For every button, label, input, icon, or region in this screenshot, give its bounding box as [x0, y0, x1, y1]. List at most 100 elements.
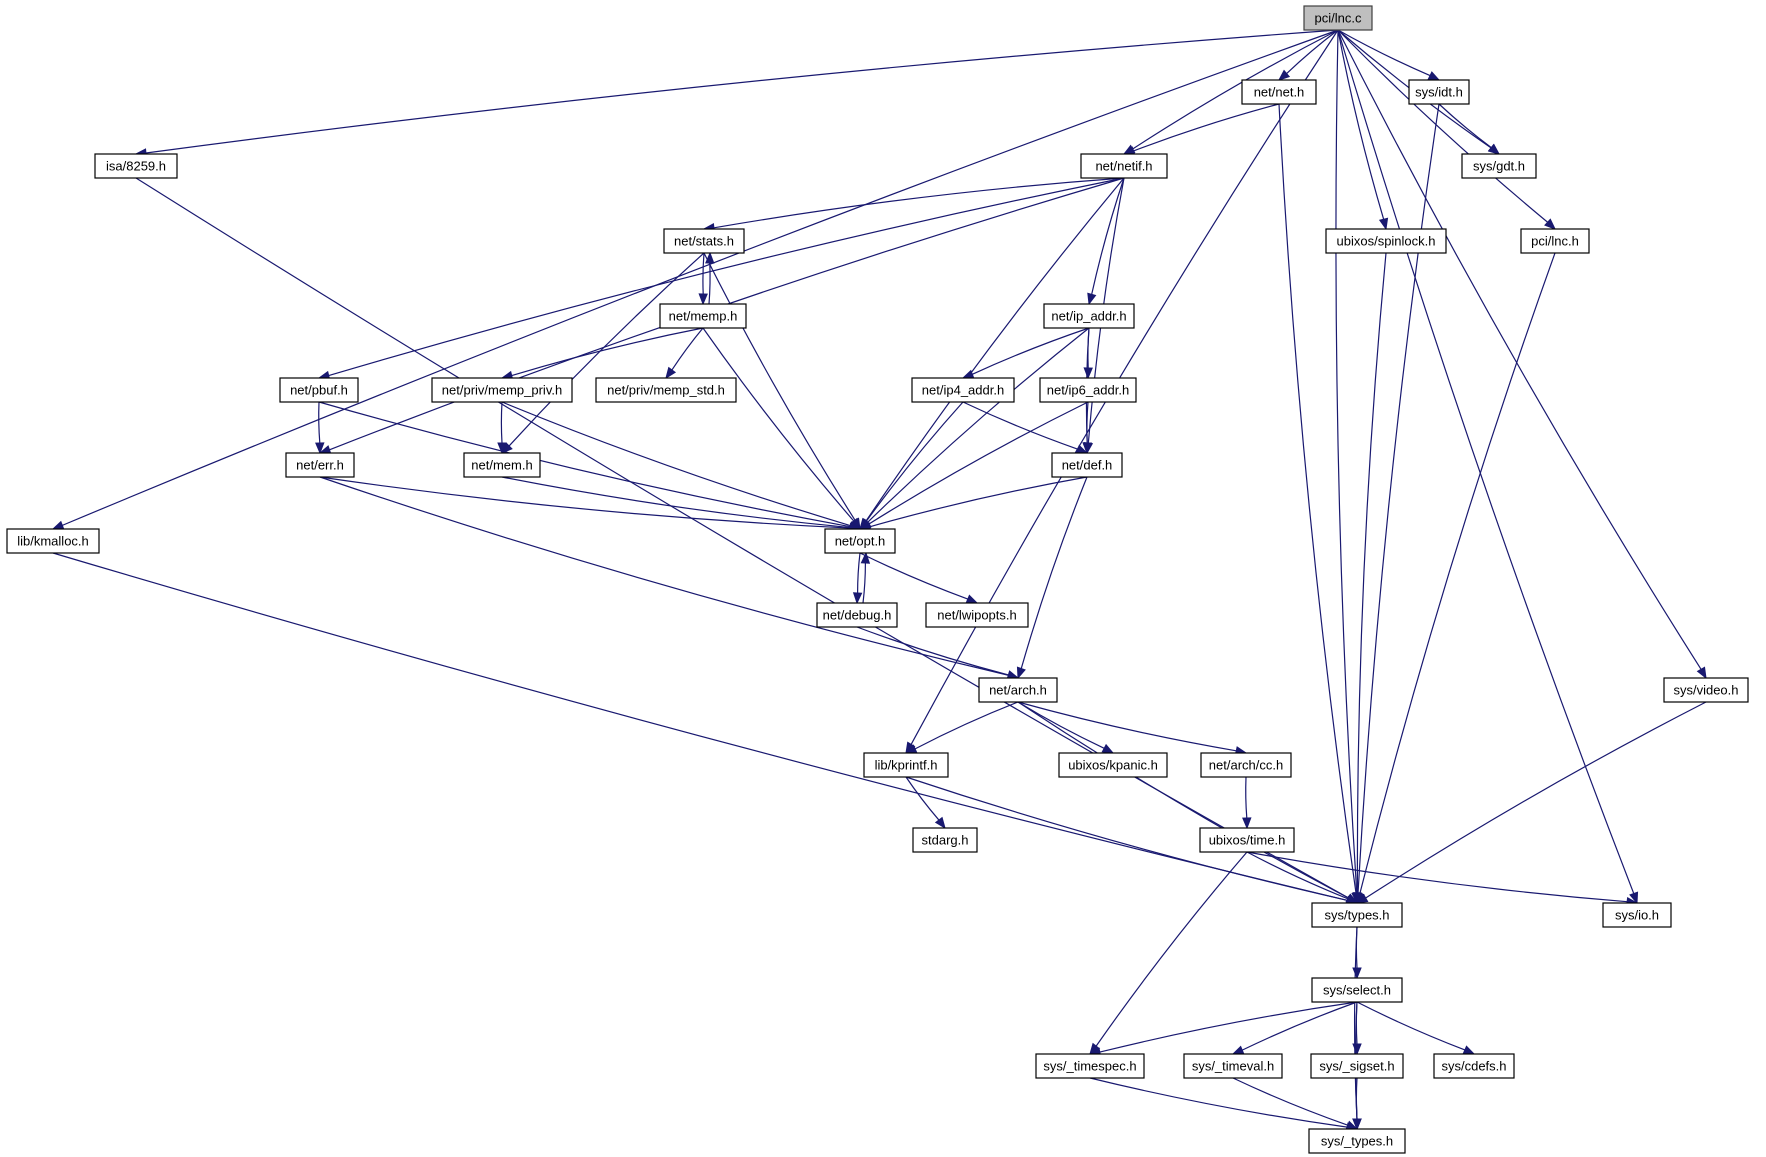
node-label: net/lwipopts.h: [937, 608, 1017, 623]
edge-line: [856, 552, 861, 594]
node-box[interactable]: [285, 452, 355, 478]
node-net-memp-std[interactable]: net/priv/memp_std.h: [595, 377, 737, 403]
node-net-lwipopts[interactable]: net/lwipopts.h: [925, 602, 1029, 628]
node-box[interactable]: [912, 827, 978, 853]
node-box[interactable]: [1308, 1128, 1406, 1154]
node-net-net[interactable]: net/net.h: [1241, 79, 1317, 105]
node-net-err[interactable]: net/err.h: [285, 452, 355, 478]
node-net-memp[interactable]: net/memp.h: [659, 303, 747, 329]
node-box[interactable]: [824, 528, 896, 554]
node-label: isa/8259.h: [106, 159, 166, 174]
node-sys-video[interactable]: sys/video.h: [1663, 677, 1749, 703]
node-lib-kprintf[interactable]: lib/kprintf.h: [863, 752, 949, 778]
node-box[interactable]: [1199, 827, 1295, 853]
node-net-ip-addr[interactable]: net/ip_addr.h: [1043, 303, 1135, 329]
edge-line: [1246, 851, 1628, 903]
node-net-arch-cc[interactable]: net/arch/cc.h: [1200, 752, 1292, 778]
edge-line: [1091, 177, 1125, 295]
node-box[interactable]: [1080, 153, 1168, 179]
node-box[interactable]: [978, 677, 1058, 703]
edge-line: [914, 701, 1019, 750]
edge-net_ip4_addr-to-net_opt: [859, 401, 964, 531]
edge-line: [868, 401, 1089, 525]
node-box[interactable]: [1241, 79, 1317, 105]
node-box[interactable]: [1408, 79, 1470, 105]
node-ubixos-spinlock[interactable]: ubixos/spinlock.h: [1325, 228, 1447, 254]
node-isa-8259[interactable]: isa/8259.h: [94, 153, 178, 179]
node-net-def[interactable]: net/def.h: [1051, 452, 1123, 478]
node-net-arch[interactable]: net/arch.h: [978, 677, 1058, 703]
node-net-stats[interactable]: net/stats.h: [663, 228, 745, 254]
node-box[interactable]: [1039, 377, 1137, 403]
edge-net_arch_cc-to-ubixos_time: [1242, 776, 1252, 830]
node-box[interactable]: [1325, 228, 1447, 254]
node-box[interactable]: [1520, 228, 1590, 254]
node-box[interactable]: [863, 752, 949, 778]
node-box[interactable]: [1433, 1053, 1515, 1079]
node-box[interactable]: [279, 377, 359, 403]
edge-line: [62, 29, 1339, 526]
node-box[interactable]: [1183, 1053, 1283, 1079]
node-box[interactable]: [911, 377, 1015, 403]
node-net-netif[interactable]: net/netif.h: [1080, 153, 1168, 179]
node-box[interactable]: [1035, 1053, 1145, 1079]
node-net-ip4-addr[interactable]: net/ip4_addr.h: [911, 377, 1015, 403]
node-box[interactable]: [94, 153, 178, 179]
node-ubixos-time[interactable]: ubixos/time.h: [1199, 827, 1295, 853]
node-net-ip6-addr[interactable]: net/ip6_addr.h: [1039, 377, 1137, 403]
node-sys-timeval[interactable]: sys/_timeval.h: [1183, 1053, 1283, 1079]
node-sys-timespec[interactable]: sys/_timespec.h: [1035, 1053, 1145, 1079]
node-box[interactable]: [463, 452, 541, 478]
edge-line: [1017, 701, 1237, 752]
edge-net_ip4_addr-to-net_def: [962, 401, 1089, 454]
node-box[interactable]: [6, 528, 100, 554]
node-pci-lnc-h[interactable]: pci/lnc.h: [1520, 228, 1590, 254]
node-box[interactable]: [1311, 977, 1403, 1003]
node-net-pbuf[interactable]: net/pbuf.h: [279, 377, 359, 403]
node-ubixos-kpanic[interactable]: ubixos/kpanic.h: [1058, 752, 1168, 778]
node-label: lib/kmalloc.h: [17, 534, 89, 549]
edge-net_arch-to-lib_kprintf: [904, 701, 1019, 754]
node-box[interactable]: [1310, 1053, 1404, 1079]
node-box[interactable]: [1311, 902, 1403, 928]
node-sys-types[interactable]: sys/types.h: [1311, 902, 1403, 928]
node-box[interactable]: [1200, 752, 1292, 778]
arrowhead-icon: [1242, 817, 1252, 830]
node-box[interactable]: [1602, 902, 1672, 928]
node-box[interactable]: [595, 377, 737, 403]
node-box[interactable]: [816, 602, 898, 628]
arrowhead-icon: [497, 442, 507, 455]
node-lib-kmalloc[interactable]: lib/kmalloc.h: [6, 528, 100, 554]
node-box[interactable]: [1043, 303, 1135, 329]
node-net-opt[interactable]: net/opt.h: [824, 528, 896, 554]
node-box[interactable]: [925, 602, 1029, 628]
edge-net_arch-to-net_arch_cc: [1017, 701, 1248, 756]
node-box[interactable]: [1303, 5, 1373, 31]
node-label: net/err.h: [296, 458, 344, 473]
arrowhead-icon: [1355, 893, 1369, 904]
node-sys--types[interactable]: sys/_types.h: [1308, 1128, 1406, 1154]
node-sys-sigset[interactable]: sys/_sigset.h: [1310, 1053, 1404, 1079]
arrowhead-icon: [1462, 1045, 1476, 1055]
node-box[interactable]: [659, 303, 747, 329]
node-box[interactable]: [663, 228, 745, 254]
node-net-memp-priv[interactable]: net/priv/memp_priv.h: [431, 377, 573, 403]
node-box[interactable]: [1058, 752, 1168, 778]
node-box[interactable]: [1461, 153, 1537, 179]
node-sys-io[interactable]: sys/io.h: [1602, 902, 1672, 928]
node-sys-gdt[interactable]: sys/gdt.h: [1461, 153, 1537, 179]
edge-line: [702, 327, 855, 522]
edge-line: [1020, 476, 1088, 669]
node-net-mem[interactable]: net/mem.h: [463, 452, 541, 478]
node-box[interactable]: [1051, 452, 1123, 478]
node-stdarg[interactable]: stdarg.h: [912, 827, 978, 853]
node-box[interactable]: [431, 377, 573, 403]
node-lnc-c[interactable]: pci/lnc.c: [1303, 5, 1373, 31]
node-sys-idt[interactable]: sys/idt.h: [1408, 79, 1470, 105]
node-sys-select[interactable]: sys/select.h: [1311, 977, 1403, 1003]
node-box[interactable]: [1663, 677, 1749, 703]
node-label: net/mem.h: [471, 458, 532, 473]
edge-lib_kprintf-to-stdarg: [905, 776, 946, 830]
node-sys-cdefs[interactable]: sys/cdefs.h: [1433, 1053, 1515, 1079]
node-net-debug[interactable]: net/debug.h: [816, 602, 898, 628]
